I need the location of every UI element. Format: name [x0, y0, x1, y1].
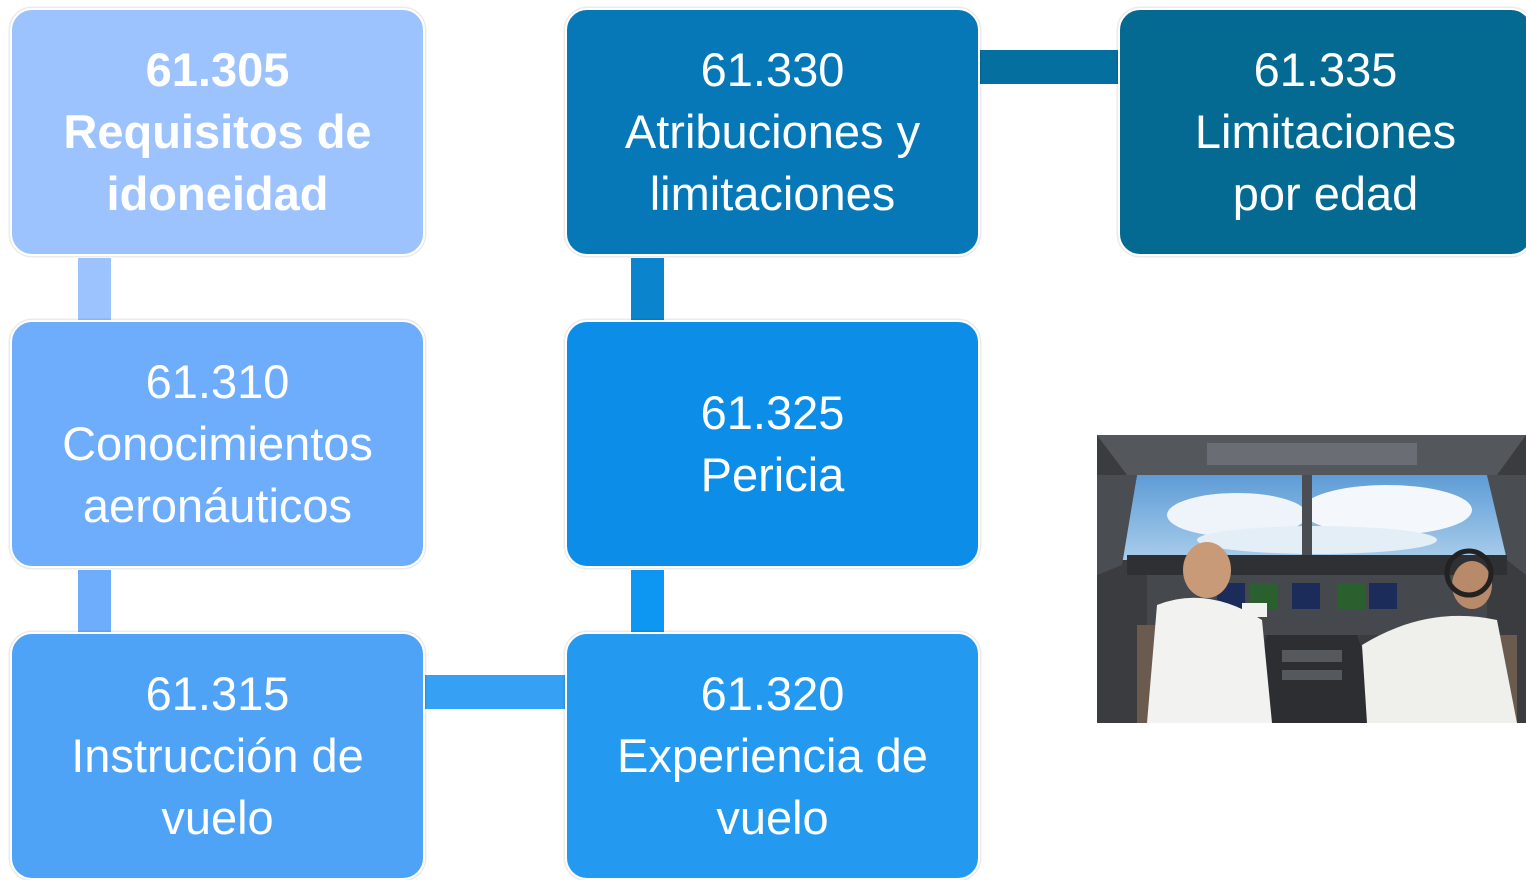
node-title-line: aeronáuticos — [82, 479, 353, 532]
node-title-line: Pericia — [700, 448, 845, 501]
node-61-305-requisitos-de-idoneidad: 61.305 Requisitos de idoneidad — [10, 8, 425, 256]
cockpit-photo — [1097, 435, 1526, 723]
node-code: 61.315 — [145, 667, 290, 720]
node-title-line: Experiencia de — [617, 729, 928, 782]
connector-315-320 — [425, 672, 565, 712]
node-61-330-atribuciones-y-limitaciones: 61.330 Atribuciones y limitaciones — [565, 8, 980, 256]
node-61-310-conocimientos-aeronauticos: 61.310 Conocimientos aeronáuticos — [10, 320, 425, 568]
node-61-320-experiencia-de-vuelo: 61.320 Experiencia de vuelo — [565, 632, 980, 880]
node-title-line: limitaciones — [649, 167, 896, 220]
node-title-line: Atribuciones y — [624, 105, 921, 158]
node-61-335-limitaciones-por-edad: 61.335 Limitaciones por edad — [1118, 8, 1526, 256]
connector-320-325 — [628, 570, 667, 632]
node-title-line: Limitaciones — [1194, 105, 1457, 158]
node-61-325-pericia: 61.325 Pericia — [565, 320, 980, 568]
pilots-in-cockpit-illustration — [1097, 435, 1526, 723]
node-code: 61.305 — [145, 43, 290, 96]
node-title-line: vuelo — [161, 791, 274, 844]
connector-310-315 — [75, 570, 114, 632]
node-code: 61.330 — [700, 43, 845, 96]
node-code: 61.310 — [145, 355, 290, 408]
node-title-line: idoneidad — [106, 167, 329, 220]
node-title-line: Requisitos de — [63, 105, 372, 158]
node-code: 61.335 — [1253, 43, 1398, 96]
connector-330-335 — [980, 47, 1118, 87]
node-61-315-instruccion-de-vuelo: 61.315 Instrucción de vuelo — [10, 632, 425, 880]
node-title-line: por edad — [1232, 167, 1419, 220]
node-title-line: Conocimientos — [62, 417, 373, 470]
node-code: 61.325 — [700, 386, 845, 439]
node-title-line: Instrucción de — [71, 729, 364, 782]
connector-305-310 — [75, 258, 114, 320]
node-title-line: vuelo — [716, 791, 829, 844]
node-code: 61.320 — [700, 667, 845, 720]
connector-325-330 — [628, 258, 667, 320]
